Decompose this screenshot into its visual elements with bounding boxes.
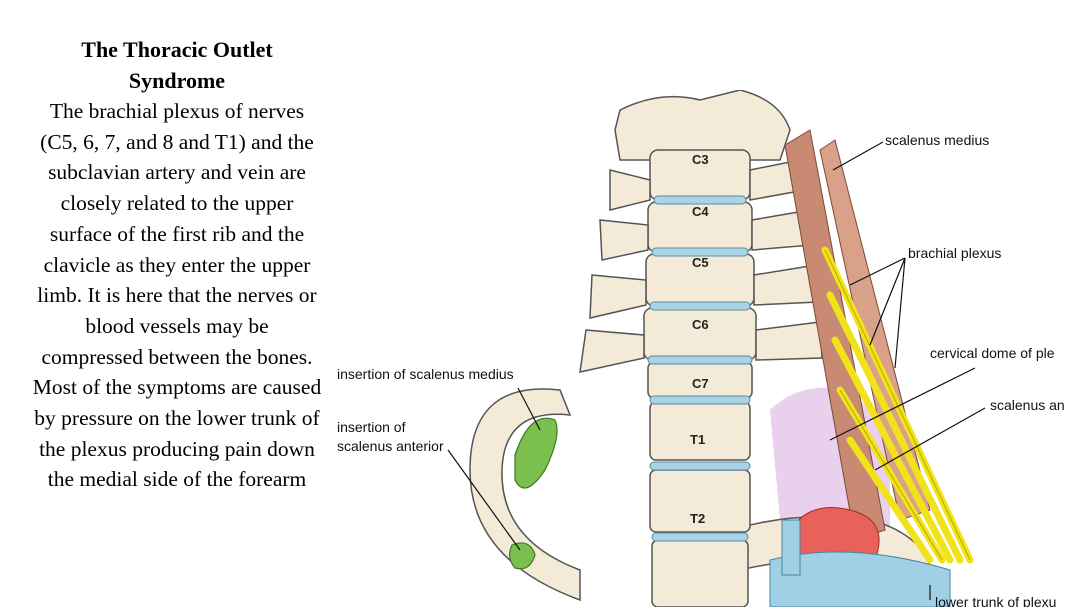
vessel-branch [781,519,801,576]
vertebra-label-c3: C3 [692,152,709,167]
vertebra-label-c6: C6 [692,317,709,332]
intervertebral-discs [647,195,753,542]
scalenus-medius-muscle [784,129,886,541]
vertebra-label-c5: C5 [692,255,709,270]
vertebra-label-t2: T2 [690,511,705,526]
label-lower-trunk: lower trunk of plexu [935,594,1056,607]
scalenus-anterior-muscle [819,139,931,521]
thoracic-outlet-illustration: C3 C4 C5 C6 C7 T1 T2 [337,90,1065,607]
label-insertion-scalenus-anterior-line2: scalenus anterior [337,438,444,454]
label-scalenus-medius: scalenus medius [885,132,989,148]
leader-lines [447,141,986,600]
slide-body-text: The brachial plexus of nerves (C5, 6, 7,… [32,99,322,492]
vertebra-label-c4: C4 [692,204,709,219]
label-insertion-scalenus-anterior-line1: insertion of [337,419,406,435]
label-scalenus-anterior: scalenus an [990,397,1065,413]
vertebra-label-c7: C7 [692,376,709,391]
label-cervical-dome: cervical dome of ple [930,345,1055,361]
label-brachial-plexus: brachial plexus [908,245,1001,261]
first-rib-left [469,388,581,602]
text-column: The Thoracic Outlet Syndrome The brachia… [32,34,322,495]
vertebra-label-t1: T1 [690,432,705,447]
vertebral-column [579,90,823,607]
slide-title: The Thoracic Outlet Syndrome [81,37,273,93]
insertion-scalenus-medius [514,417,558,489]
insertion-scalenus-anterior [509,542,536,570]
label-insertion-scalenus-medius: insertion of scalenus medius [337,366,514,382]
anatomy-figure: C3 C4 C5 C6 C7 T1 T2 [330,90,1080,607]
